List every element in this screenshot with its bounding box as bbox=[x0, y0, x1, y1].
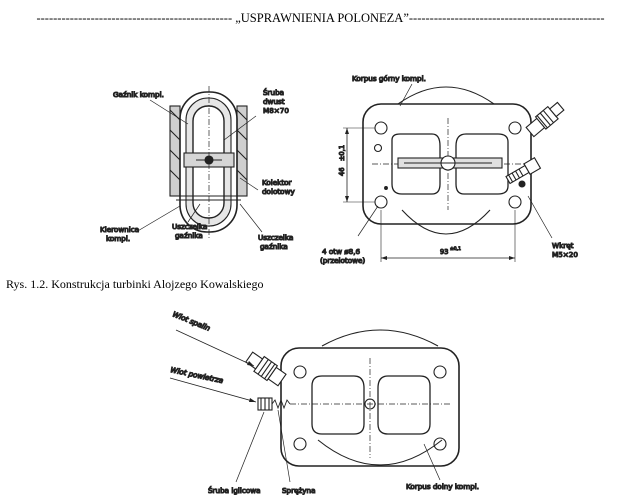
label-korpus-gorny: Korpus górny kompl. bbox=[352, 74, 426, 83]
turbine-assembly-drawing: Gaźnik kompl. Śruba dwust M8×70 Kolektor… bbox=[99, 73, 578, 265]
figure-caption: Rys. 1.2. Konstrukcja turbinki Alojzego … bbox=[6, 277, 264, 291]
running-header: ----------------------------------------… bbox=[36, 11, 605, 25]
label-sruba-iglicowa: Śruba iglicowa bbox=[208, 486, 261, 495]
section-view bbox=[135, 86, 263, 240]
label-sruba-3: M8×70 bbox=[263, 106, 289, 115]
label-kolektor-1: Kolektor bbox=[262, 178, 292, 187]
label-kierownica-2: kompl. bbox=[106, 234, 130, 243]
dim-46-tol: ±0,1 bbox=[338, 145, 346, 161]
label-uszczelka-1a: Uszczelka bbox=[172, 222, 207, 231]
label-sruba-1: Śruba bbox=[263, 88, 284, 97]
label-uszczelka-2b: gaźnika bbox=[260, 242, 288, 251]
label-sruba-2: dwust bbox=[263, 97, 285, 106]
label-wkret-2: M5×20 bbox=[552, 250, 578, 259]
top-view bbox=[343, 83, 565, 262]
label-sprezyna: Sprężyna bbox=[282, 486, 316, 495]
label-kolektor-2: dolotowy bbox=[262, 187, 295, 196]
label-wlot-powietrza: Wlot powietrza bbox=[170, 365, 225, 385]
label-kierownica-1: Kierownica bbox=[100, 225, 139, 234]
label-korpus-dolny: Korpus dolny kompl. bbox=[406, 482, 479, 491]
dim-46: 46 bbox=[338, 168, 346, 176]
dim-93-tol: ±0,1 bbox=[450, 246, 461, 252]
label-wlot-spalin: Wlot spalin bbox=[171, 310, 212, 333]
label-otw-1: 4 otw ø8,6 bbox=[322, 247, 360, 256]
label-gaznik: Gaźnik kompl. bbox=[113, 90, 164, 99]
dim-93: 93 bbox=[440, 248, 448, 256]
label-uszczelka-1b: gaźnika bbox=[175, 231, 203, 240]
label-wkret-1: Wkręt bbox=[552, 241, 574, 250]
label-otw-2: (przelotowe) bbox=[320, 256, 365, 265]
bottom-view bbox=[169, 329, 460, 483]
label-uszczelka-2a: Uszczelka bbox=[258, 233, 293, 242]
